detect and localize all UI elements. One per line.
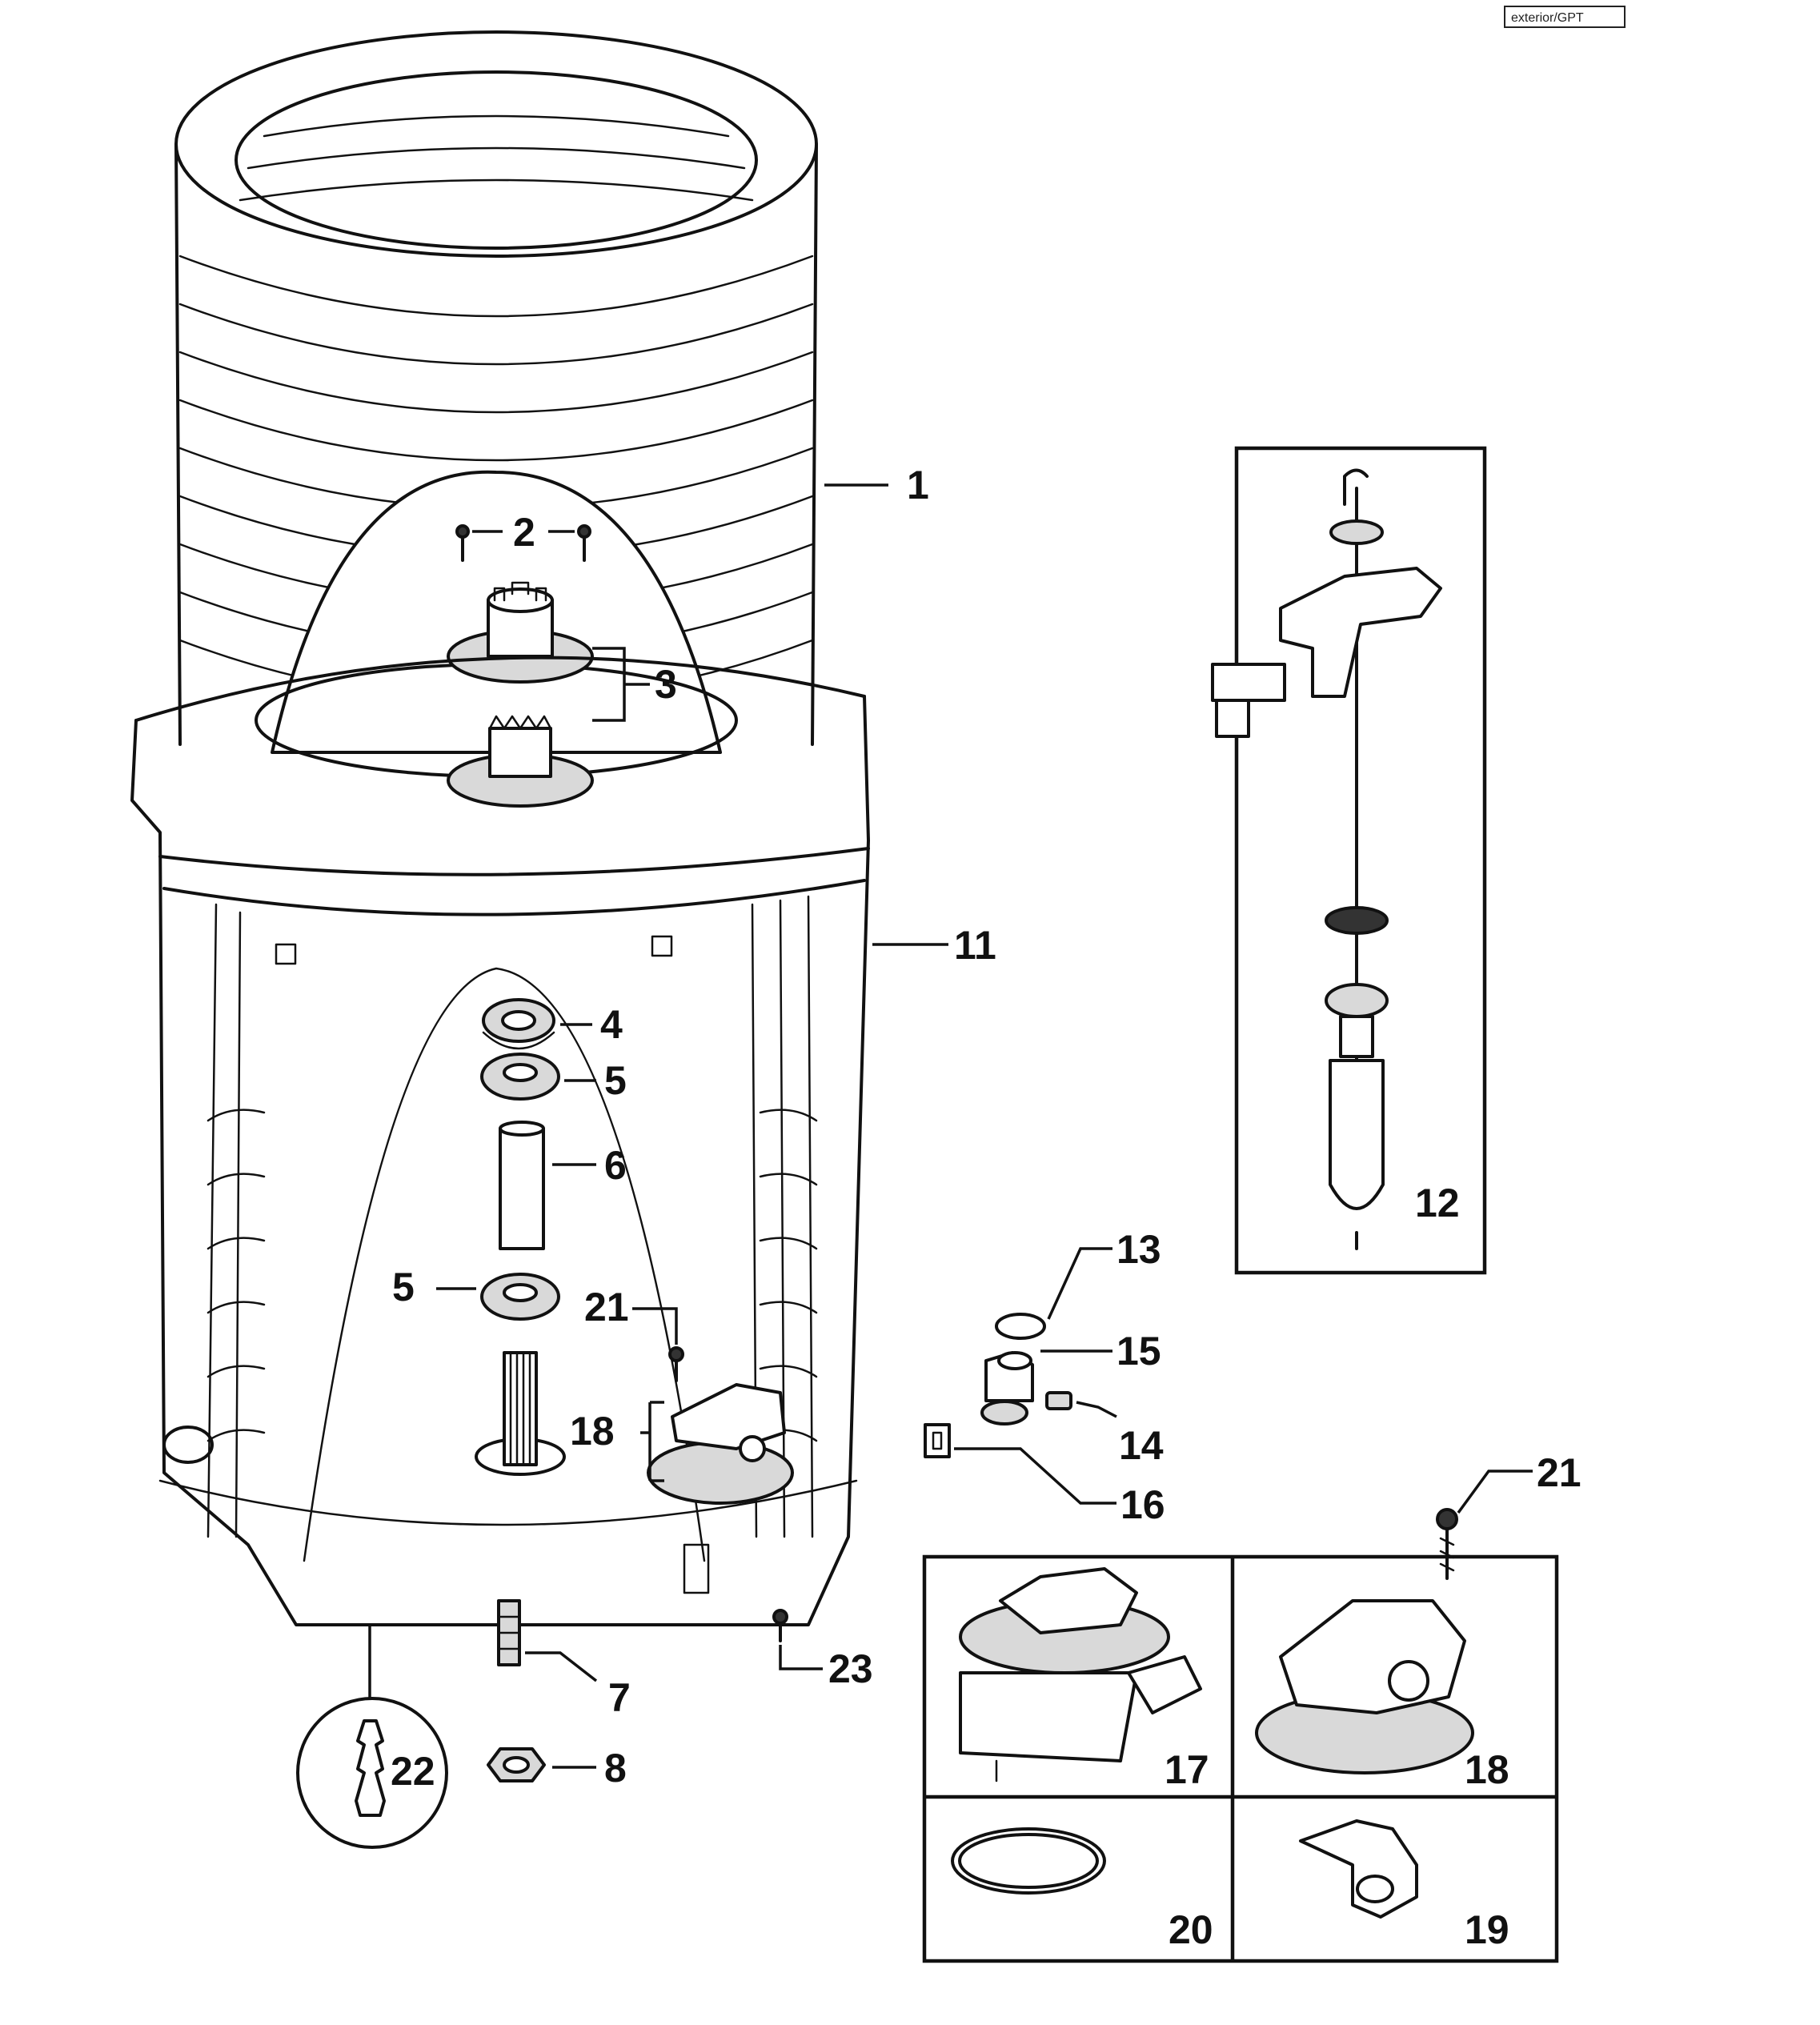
part-12-box (1234, 446, 1487, 1275)
part-8-nut (487, 1747, 546, 1782)
part-5-bearing-bottom (480, 1273, 560, 1321)
part-16-bracket (924, 1423, 951, 1458)
part-2-screws (455, 524, 591, 562)
callout-16: 16 (1120, 1482, 1165, 1527)
callout-5-lower: 5 (392, 1265, 415, 1309)
part-19-lever (1299, 1819, 1418, 1919)
part-21-screw-right (1436, 1508, 1458, 1580)
callout-11: 11 (954, 923, 996, 968)
part-15-valve (980, 1351, 1034, 1426)
parts-grid-box (922, 1554, 1559, 1963)
part-14-clip (1045, 1391, 1072, 1410)
corner-mark-text: exterior/GPT (1511, 11, 1584, 25)
leader-21b (1457, 1470, 1533, 1514)
part-17-pump (959, 1567, 1202, 1782)
part-18-pump-grid (1255, 1599, 1474, 1774)
callout-18-right: 18 (1465, 1747, 1509, 1792)
leader-16 (954, 1447, 1116, 1505)
part-20-ring (951, 1827, 1106, 1895)
drive-shaft (475, 1351, 566, 1476)
part-7-plug (497, 1599, 521, 1666)
part-6-tube (499, 1121, 545, 1250)
callout-22: 22 (391, 1749, 435, 1794)
part-4-seal (482, 998, 555, 1050)
leader-18a (640, 1401, 664, 1482)
callout-19: 19 (1465, 1907, 1509, 1952)
leader-13 (1047, 1247, 1112, 1320)
part-22-clip-inset (296, 1697, 448, 1849)
part-23-screw (772, 1609, 788, 1642)
callout-6: 6 (604, 1143, 627, 1188)
callout-8: 8 (604, 1746, 627, 1790)
callout-5-upper: 5 (604, 1058, 627, 1103)
callout-labels: 1 2 3 4 5 6 5 21 18 7 23 8 22 11 12 13 1… (391, 463, 1581, 1952)
leader-14 (1076, 1401, 1117, 1418)
callout-2: 2 (513, 510, 535, 555)
callout-1: 1 (907, 463, 929, 507)
part-21-screw-left (668, 1346, 684, 1382)
leader-3 (592, 647, 650, 722)
callout-17: 17 (1165, 1747, 1209, 1792)
callout-18-left: 18 (570, 1409, 615, 1454)
part-13-o-ring (995, 1313, 1046, 1340)
part-5-bearing-top (480, 1053, 560, 1101)
leader-21a (632, 1307, 678, 1345)
part-18-pump-inside-tub (647, 1383, 794, 1505)
callout-4: 4 (600, 1002, 623, 1047)
callout-21-right: 21 (1537, 1450, 1581, 1495)
callout-14: 14 (1119, 1423, 1164, 1468)
callout-21-left: 21 (584, 1285, 629, 1329)
leader-23 (779, 1645, 823, 1670)
callout-12: 12 (1415, 1181, 1460, 1225)
callout-13: 13 (1116, 1227, 1161, 1272)
part-11-outer-tub (130, 656, 870, 1626)
leader-7 (525, 1651, 598, 1682)
callout-20: 20 (1169, 1907, 1213, 1952)
callout-3: 3 (655, 662, 677, 707)
callout-15: 15 (1116, 1329, 1161, 1373)
callout-7: 7 (608, 1675, 631, 1720)
callout-23: 23 (828, 1646, 873, 1691)
part-12-float-assembly (1211, 468, 1442, 1250)
corner-logo: exterior/GPT (1504, 6, 1626, 28)
